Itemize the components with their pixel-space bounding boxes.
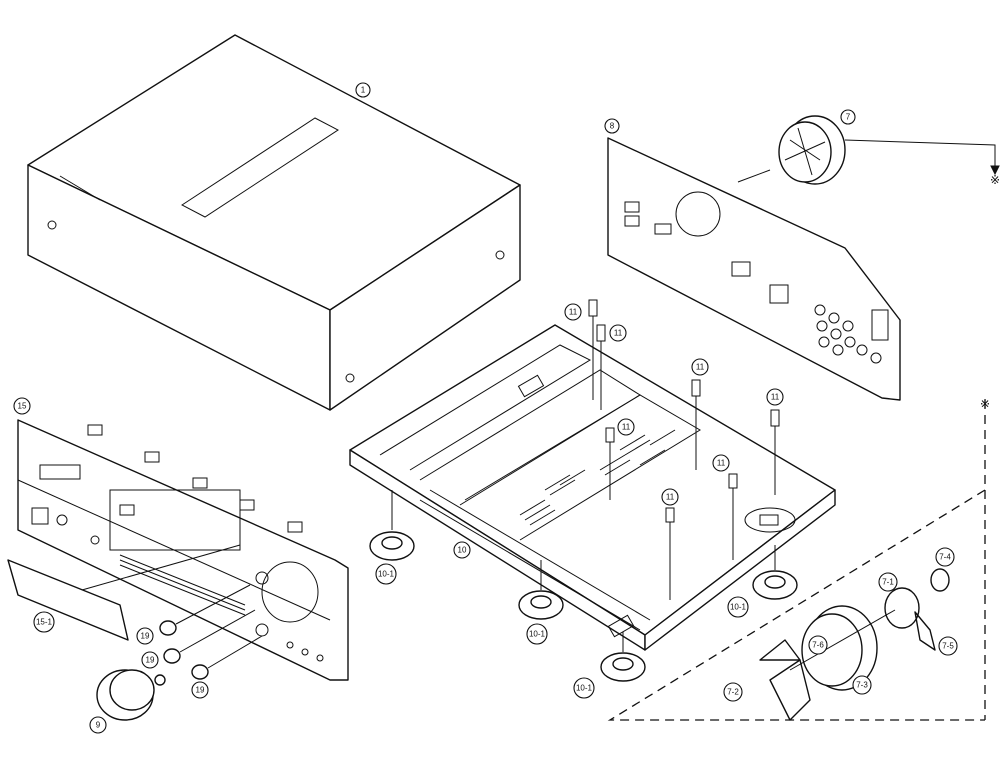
svg-text:11: 11 (622, 423, 631, 432)
svg-text:7-4: 7-4 (939, 553, 951, 562)
top-cover (27, 34, 521, 411)
svg-text:7: 7 (846, 113, 851, 122)
svg-text:15-1: 15-1 (36, 618, 53, 627)
svg-text:11: 11 (569, 308, 578, 317)
svg-text:10-1: 10-1 (730, 603, 747, 612)
svg-text:8: 8 (610, 122, 615, 131)
svg-text:19: 19 (146, 656, 155, 665)
callout-11-d: 11 (766, 388, 784, 406)
callout-10-1-a: 10-1 (375, 563, 397, 585)
svg-text:10-1: 10-1 (576, 684, 593, 693)
knobs (96, 584, 263, 721)
front-panel (17, 419, 349, 681)
svg-text:19: 19 (141, 632, 150, 641)
fan-assembly-top (778, 115, 1000, 185)
svg-text:19: 19 (196, 686, 205, 695)
callout-15: 15 (13, 397, 31, 415)
svg-text:1: 1 (361, 86, 366, 95)
callout-19-a: 19 (136, 627, 154, 645)
callout-7-6: 7-6 (808, 635, 828, 655)
callout-11-b: 11 (609, 324, 627, 342)
svg-text:7-1: 7-1 (882, 578, 894, 587)
callout-11-c: 11 (691, 358, 709, 376)
callout-8: 8 (604, 118, 620, 134)
callout-19-b: 19 (141, 651, 159, 669)
callout-7-3: 7-3 (852, 675, 872, 695)
callout-19-c: 19 (191, 681, 209, 699)
callout-10-1-b: 10-1 (526, 623, 548, 645)
front-subpanel (7, 544, 241, 641)
callout-7: 7 (840, 109, 856, 125)
callout-7-2: 7-2 (723, 682, 743, 702)
callout-10: 10 (453, 541, 471, 559)
reference-mark-side: ※ (980, 397, 990, 411)
svg-text:11: 11 (696, 363, 705, 372)
svg-text:9: 9 (96, 721, 101, 730)
svg-text:11: 11 (717, 459, 726, 468)
callout-11-g: 11 (661, 488, 679, 506)
feet (369, 490, 798, 682)
callout-11-f: 11 (712, 454, 730, 472)
callout-1: 1 (355, 82, 371, 98)
svg-text:7-3: 7-3 (856, 681, 868, 690)
callout-11-e: 11 (617, 418, 635, 436)
svg-text:7-6: 7-6 (812, 641, 824, 650)
callout-9: 9 (89, 716, 107, 734)
svg-text:10: 10 (458, 546, 467, 555)
callout-7-5: 7-5 (938, 636, 958, 656)
standoffs (588, 299, 780, 600)
svg-text:11: 11 (666, 493, 675, 502)
callout-11-a: 11 (564, 303, 582, 321)
callout-10-1-c: 10-1 (573, 677, 595, 699)
svg-text:7-2: 7-2 (727, 688, 739, 697)
reference-mark-top: ※ (990, 173, 1000, 187)
svg-text:11: 11 (771, 393, 780, 402)
rear-panel (607, 137, 901, 401)
callout-7-1: 7-1 (878, 572, 898, 592)
chassis (349, 324, 836, 651)
svg-text:10-1: 10-1 (529, 630, 546, 639)
callout-7-4: 7-4 (935, 547, 955, 567)
fan-exploded-detail (607, 400, 986, 721)
callout-15-1: 15-1 (33, 611, 55, 633)
svg-text:10-1: 10-1 (378, 570, 395, 579)
svg-text:15: 15 (18, 402, 27, 411)
svg-text:11: 11 (614, 329, 623, 338)
svg-text:7-5: 7-5 (942, 642, 954, 651)
callout-10-1-d: 10-1 (727, 596, 749, 618)
